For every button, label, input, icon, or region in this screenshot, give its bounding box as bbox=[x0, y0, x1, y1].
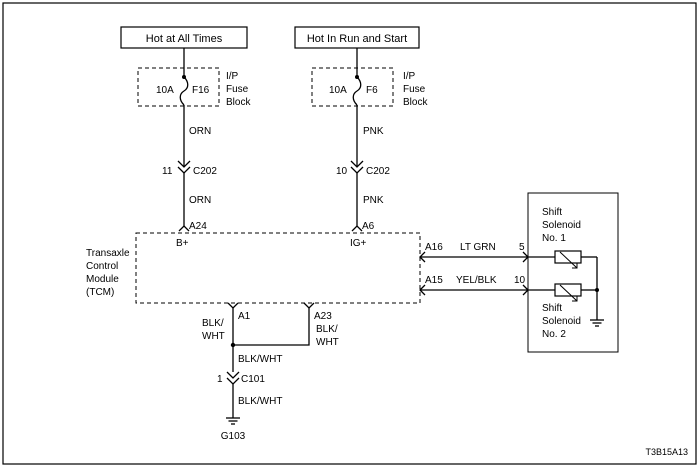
solenoid-junction-dot bbox=[595, 288, 599, 292]
tcm-terminal-b-plus: B+ bbox=[176, 238, 189, 249]
solenoid-1-label-line-1: Shift bbox=[542, 207, 562, 218]
solenoid-2-arrowhead bbox=[572, 296, 578, 302]
pin-a24-label: A24 bbox=[189, 221, 207, 232]
pin-a24-symbol bbox=[178, 225, 190, 232]
wire-a23-label-2: WHT bbox=[316, 337, 339, 348]
fuse-block-label-right-2: Fuse bbox=[403, 84, 426, 95]
wire-orn-lower-label: ORN bbox=[189, 195, 211, 206]
wire-blk-wht-label-lower: BLK/WHT bbox=[238, 396, 282, 407]
power-source-label-right: Hot In Run and Start bbox=[307, 33, 407, 45]
wire-a23-ground bbox=[233, 308, 310, 346]
solenoid-1-label-line-2: Solenoid bbox=[542, 220, 581, 231]
solenoid-1-label-line-3: No. 1 bbox=[542, 233, 566, 244]
fuse-f6-symbol bbox=[352, 76, 362, 106]
pin-a23-symbol bbox=[303, 302, 315, 309]
fuse-block-label-left-1: I/P bbox=[226, 71, 239, 82]
connector-c202-right-name: C202 bbox=[366, 166, 390, 177]
solenoid-2-coil bbox=[554, 283, 582, 297]
wire-pnk-upper-label: PNK bbox=[363, 126, 384, 137]
fuse-f16-rating: 10A bbox=[156, 85, 174, 96]
pin-a6-symbol bbox=[351, 225, 363, 232]
ground-g103-icon bbox=[226, 417, 240, 425]
fuse-f16-symbol bbox=[179, 76, 189, 106]
connector-c202-right-pin: 10 bbox=[336, 166, 348, 177]
wire-lt-grn-label: LT GRN bbox=[460, 242, 496, 253]
fuse-block-label-right-3: Block bbox=[403, 97, 428, 108]
solenoid-1-coil bbox=[554, 250, 582, 264]
solenoid-1-arrow bbox=[559, 251, 578, 269]
solenoid-2-arrow bbox=[559, 284, 578, 302]
fuse-block-label-left-2: Fuse bbox=[226, 84, 249, 95]
wire-yel-blk-label: YEL/BLK bbox=[456, 275, 497, 286]
tcm-label-line-1: Transaxle bbox=[86, 248, 130, 259]
tcm-label-line-2: Control bbox=[86, 261, 118, 272]
ground-g103-label: G103 bbox=[221, 431, 246, 442]
solenoid-2-label-line-3: No. 2 bbox=[542, 329, 566, 340]
tcm-label-line-4: (TCM) bbox=[86, 287, 114, 298]
tcm-label-line-3: Module bbox=[86, 274, 119, 285]
pin-a16-label: A16 bbox=[425, 242, 443, 253]
connector-c101-symbol bbox=[226, 371, 240, 379]
pin-a1-symbol bbox=[227, 302, 239, 309]
fuse-block-label-left-3: Block bbox=[226, 97, 251, 108]
pin-a6-label: A6 bbox=[362, 221, 375, 232]
wire-orn-upper-label: ORN bbox=[189, 126, 211, 137]
connector-c202-right-symbol bbox=[350, 160, 364, 168]
power-source-label-left: Hot at All Times bbox=[146, 33, 223, 45]
connector-c202-left-symbol bbox=[177, 160, 191, 168]
solenoid-1-arrowhead bbox=[572, 263, 578, 269]
solenoid-2-label-line-2: Solenoid bbox=[542, 316, 581, 327]
wire-a1-label-1: BLK/ bbox=[202, 318, 224, 329]
wire-a23-label-1: BLK/ bbox=[316, 324, 338, 335]
fuse-f16-name: F16 bbox=[192, 85, 210, 96]
wire-pnk-lower-label: PNK bbox=[363, 195, 384, 206]
pin-a15-label: A15 bbox=[425, 275, 443, 286]
wire-a1-label-2: WHT bbox=[202, 331, 225, 342]
ground-splice-dot bbox=[230, 342, 236, 348]
pin-a23-label: A23 bbox=[314, 311, 332, 322]
pin-a1-label: A1 bbox=[238, 311, 251, 322]
fuse-f6-rating: 10A bbox=[329, 85, 347, 96]
solenoid-ground-icon bbox=[590, 319, 604, 327]
solenoid-2-label-line-1: Shift bbox=[542, 303, 562, 314]
connector-c101-pin: 1 bbox=[217, 374, 223, 385]
fuse-f6-name: F6 bbox=[366, 85, 378, 96]
fuse-block-label-right-1: I/P bbox=[403, 71, 416, 82]
connector-c101-name: C101 bbox=[241, 374, 265, 385]
fuse-block-right bbox=[311, 67, 394, 107]
wire-blk-wht-label-upper: BLK/WHT bbox=[238, 354, 282, 365]
fuse-block-left bbox=[137, 67, 220, 107]
tcm-module-box bbox=[135, 232, 421, 304]
solenoid-pin-5: 5 bbox=[519, 242, 525, 253]
tcm-terminal-ig-plus: IG+ bbox=[350, 238, 367, 249]
figure-code: T3B15A13 bbox=[645, 447, 688, 457]
connector-c202-left-pin: 11 bbox=[162, 166, 173, 177]
connector-c202-left-name: C202 bbox=[193, 166, 217, 177]
solenoid-pin-10: 10 bbox=[514, 275, 526, 286]
solenoid-assembly-box bbox=[527, 192, 619, 353]
